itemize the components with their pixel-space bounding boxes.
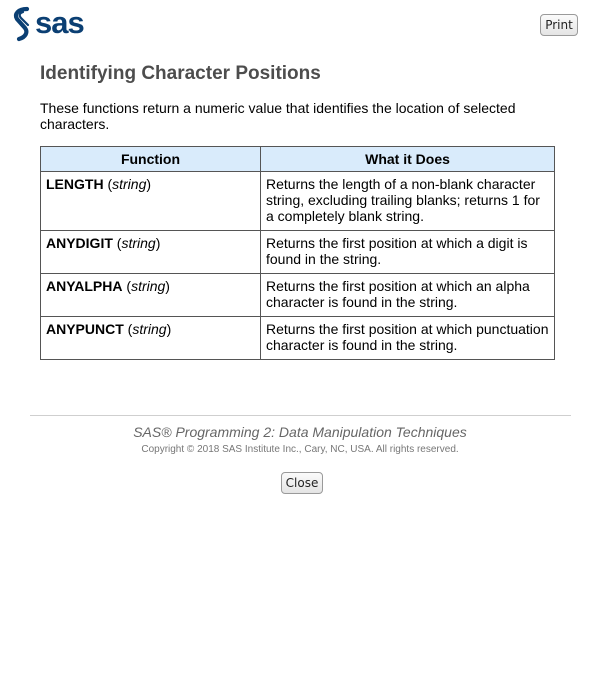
- logo-text: sas: [35, 4, 85, 40]
- function-name: LENGTH: [46, 176, 104, 192]
- table-row: ANYDIGIT (string) Returns the first posi…: [40, 230, 555, 274]
- function-argument: string: [112, 176, 147, 192]
- sas-logo: sas: [10, 4, 85, 42]
- sas-swirl-icon: [13, 6, 30, 42]
- column-header-description: What it Does: [260, 146, 555, 172]
- print-button[interactable]: Print: [540, 14, 578, 36]
- table-row: LENGTH (string) Returns the length of a …: [40, 171, 555, 231]
- function-cell: LENGTH (string): [40, 171, 261, 231]
- table-row: ANYPUNCT (string) Returns the first posi…: [40, 316, 555, 360]
- close-button[interactable]: Close: [281, 472, 323, 494]
- function-argument: string: [121, 235, 156, 251]
- column-header-function: Function: [40, 146, 261, 172]
- description-cell: Returns the length of a non-blank charac…: [260, 171, 555, 231]
- table-header-row: Function What it Does: [40, 146, 555, 172]
- function-argument: string: [132, 321, 167, 337]
- function-cell: ANYDIGIT (string): [40, 230, 261, 274]
- copyright-notice: Copyright © 2018 SAS Institute Inc., Car…: [141, 444, 459, 455]
- table-row: ANYALPHA (string) Returns the first posi…: [40, 273, 555, 317]
- function-cell: ANYALPHA (string): [40, 273, 261, 317]
- functions-table: Function What it Does LENGTH (string) Re…: [40, 146, 555, 360]
- description-cell: Returns the first position at which punc…: [260, 316, 555, 360]
- function-name: ANYALPHA: [46, 278, 123, 294]
- page-title: Identifying Character Positions: [40, 63, 321, 84]
- course-title: SAS® Programming 2: Data Manipulation Te…: [133, 424, 467, 440]
- function-cell: ANYPUNCT (string): [40, 316, 261, 360]
- function-name: ANYPUNCT: [46, 321, 124, 337]
- description-cell: Returns the first position at which a di…: [260, 230, 555, 274]
- intro-text: These functions return a numeric value t…: [40, 100, 516, 132]
- function-argument: string: [131, 278, 166, 294]
- footer-divider: [30, 415, 571, 416]
- description-cell: Returns the first position at which an a…: [260, 273, 555, 317]
- function-name: ANYDIGIT: [46, 235, 113, 251]
